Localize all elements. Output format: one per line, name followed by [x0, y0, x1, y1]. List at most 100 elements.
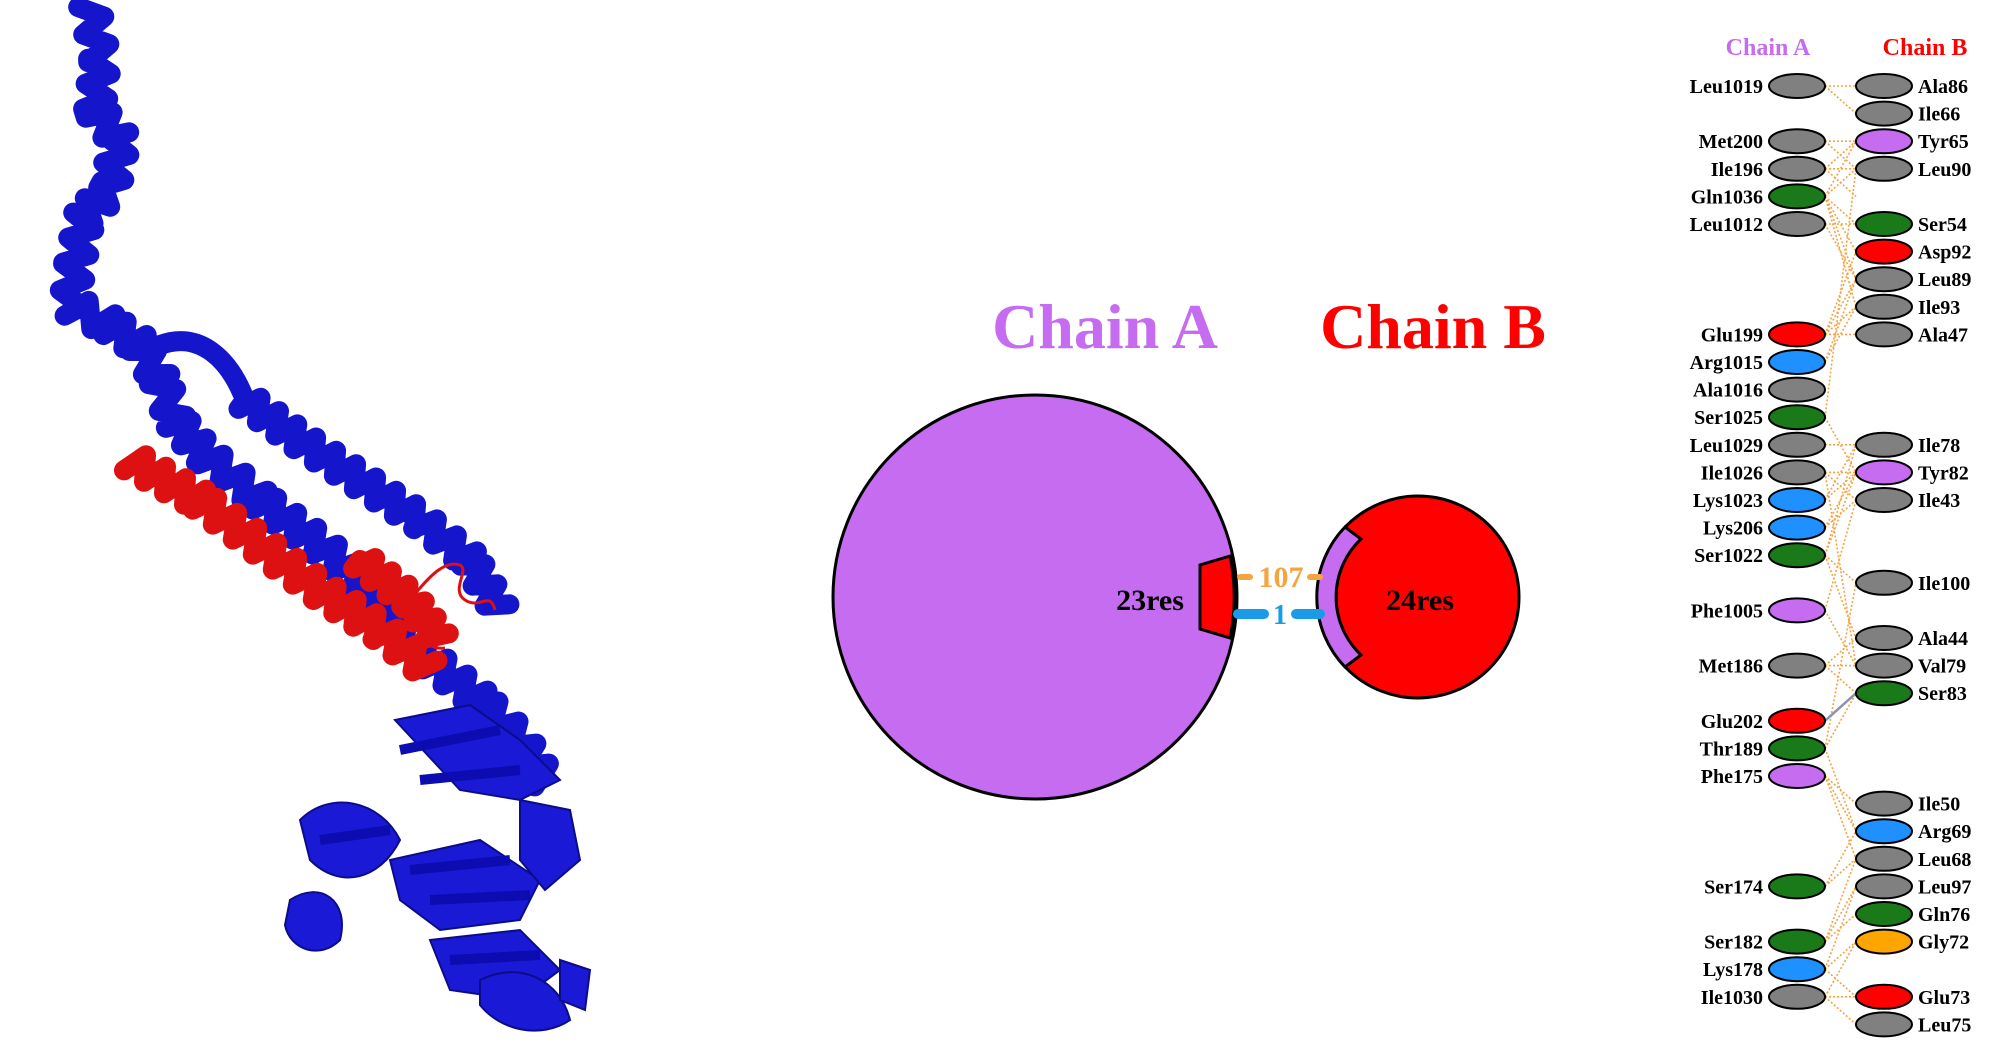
- residue-label: Ile100: [1918, 573, 1970, 595]
- residue-label: Ile93: [1918, 297, 1960, 319]
- nonbonded-contact: [1824, 196, 1857, 280]
- residue-label: Leu97: [1918, 876, 1971, 898]
- residue-marker: [1768, 404, 1826, 431]
- nonbonded-contact: [1824, 196, 1857, 308]
- residue-marker: [1855, 652, 1913, 679]
- residue-marker: [1855, 845, 1913, 872]
- residue-marker: [1768, 928, 1826, 955]
- residue-label: Ser83: [1918, 683, 1967, 705]
- nonbonded-contact: [1824, 278, 1857, 335]
- residue-label: Ile43: [1918, 490, 1960, 512]
- residue-marker: [1855, 928, 1913, 955]
- residue-label: Phe175: [1701, 766, 1763, 788]
- nonbonded-contact: [1824, 140, 1857, 170]
- nonbonded-contact: [1824, 472, 1857, 666]
- residue-marker: [1855, 790, 1913, 817]
- residue-label: Arg69: [1918, 821, 1971, 843]
- nonbonded-contact: [1824, 416, 1857, 473]
- residue-label: Tyr82: [1918, 462, 1969, 484]
- residue-marker: [1855, 1011, 1913, 1038]
- chain-b-loop: [408, 562, 497, 650]
- chain-b-backbone: [114, 445, 459, 682]
- nonbonded-contact: [1824, 830, 1857, 887]
- chain-b-title: Chain B: [1320, 291, 1546, 362]
- nonbonded-contact: [1824, 168, 1857, 197]
- residue-label: Gly72: [1918, 932, 1969, 954]
- residue-label: Ile50: [1918, 794, 1960, 816]
- residue-marker: [1855, 625, 1913, 651]
- nonbonded-contact: [1824, 996, 1857, 1025]
- residue-marker: [1768, 155, 1826, 182]
- residue-marker: [1855, 431, 1913, 458]
- residue-marker: [1855, 487, 1913, 513]
- residue-marker: [1768, 735, 1826, 762]
- nonbonded-contact: [1824, 306, 1857, 363]
- nonbonded-contact: [1824, 582, 1857, 749]
- nonbonded-contact: [1824, 886, 1857, 970]
- residue-label: Leu89: [1918, 269, 1971, 291]
- residue-label: Ile196: [1711, 159, 1763, 181]
- residue-marker: [1855, 873, 1913, 900]
- residue-marker: [1768, 542, 1826, 569]
- residue-marker: [1855, 321, 1913, 348]
- residue-label: Met186: [1699, 656, 1763, 678]
- beta-sheet-5: [519, 798, 582, 892]
- residue-label: Glu199: [1701, 324, 1763, 346]
- residue-label: Ala44: [1918, 628, 1968, 650]
- residue-marker: [1855, 238, 1913, 265]
- residue-label: Leu1012: [1690, 214, 1763, 236]
- residue-marker: [1768, 321, 1826, 348]
- beta-strand-1: [419, 765, 521, 785]
- residue-marker: [1768, 514, 1826, 541]
- chain-a-circle: [831, 393, 1239, 801]
- panel-chain-a-header: Chain A: [1726, 35, 1811, 61]
- panel-chain-b-header: Chain B: [1883, 35, 1968, 61]
- beta-strand-3: [429, 890, 531, 905]
- residue-label: Leu90: [1918, 159, 1971, 181]
- chain-a-beta-sheets: [283, 703, 592, 1032]
- residue-marker: [1768, 211, 1826, 237]
- nonbonded-contact: [1824, 941, 1857, 998]
- nonbonded-contact: [1824, 444, 1857, 501]
- chain-a-residue-count: 23res: [1116, 584, 1184, 617]
- contact-lines: [1824, 85, 1857, 1025]
- residue-label: Ile1030: [1701, 987, 1763, 1009]
- residue-label: Ile1026: [1701, 462, 1763, 484]
- residue-label: Ala1016: [1693, 380, 1763, 402]
- nonbonded-contact: [1824, 692, 1857, 749]
- residue-marker: [1768, 128, 1826, 155]
- residue-marker: [1855, 73, 1913, 99]
- nonbonded-contact: [1824, 748, 1857, 832]
- residue-marker: [1768, 487, 1826, 513]
- nonbonded-contact: [1824, 444, 1857, 556]
- interface-summary: Chain A Chain B 23res 24res 107 1: [831, 291, 1546, 801]
- nonbonded-contact: [1824, 472, 1857, 556]
- residue-label: Ala47: [1918, 324, 1968, 346]
- residue-marker: [1855, 983, 1913, 1010]
- residue-marker: [1855, 293, 1913, 320]
- residue-marker: [1855, 569, 1913, 596]
- residue-marker: [1768, 597, 1826, 624]
- residue-label: Glu202: [1701, 711, 1763, 733]
- residue-marker: [1768, 763, 1826, 789]
- residue-marker: [1855, 211, 1913, 237]
- residue-marker: [1855, 459, 1913, 486]
- chain-b-residues: Ala86Ile66Tyr65Leu90Ser54Asp92Leu89Ile93…: [1855, 73, 1971, 1038]
- nonbonded-contact: [1824, 858, 1857, 887]
- hydrogen-bond: [1824, 692, 1857, 722]
- residue-marker: [1855, 818, 1913, 845]
- residue-marker: [1855, 680, 1913, 707]
- protein-cartoon-icon: [49, 0, 592, 1032]
- nonbonded-contact: [1824, 472, 1857, 528]
- residue-marker: [1768, 459, 1826, 486]
- residue-label: Lys1023: [1693, 490, 1763, 512]
- residue-marker: [1768, 983, 1826, 1010]
- residue-marker: [1768, 73, 1826, 99]
- beta-sheet-2: [388, 838, 542, 932]
- residue-marker: [1768, 376, 1826, 403]
- beta-sheet-0: [393, 703, 562, 802]
- residue-marker: [1768, 707, 1826, 734]
- nonbonded-contact: [1824, 168, 1857, 418]
- residue-label: Glu73: [1918, 987, 1970, 1009]
- residue-marker: [1768, 183, 1826, 210]
